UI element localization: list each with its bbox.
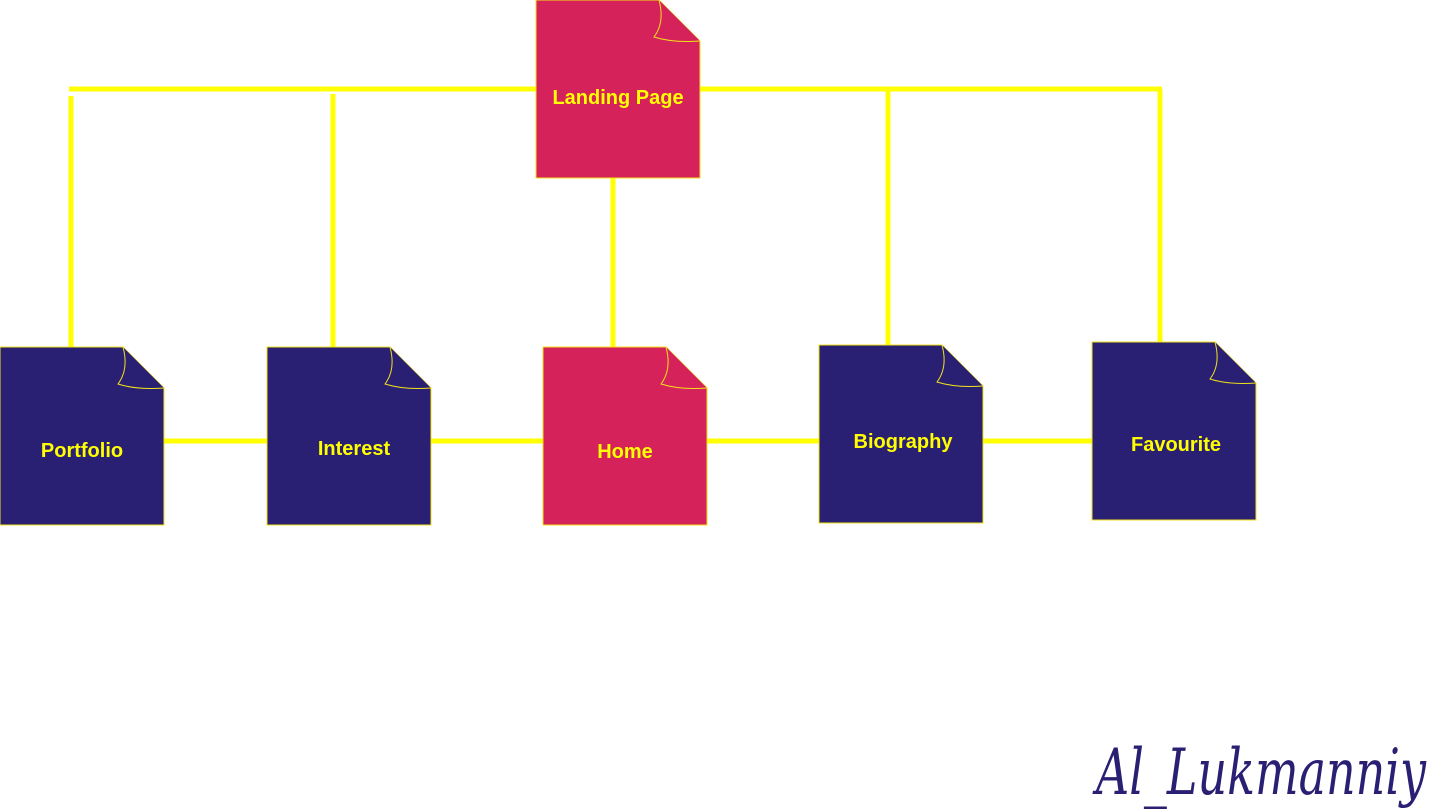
- node-label-biography: Biography: [854, 431, 954, 453]
- node-label-home: Home: [597, 441, 653, 463]
- node-label-landing: Landing Page: [552, 87, 683, 109]
- page-node-home: Home: [542, 346, 708, 526]
- page-shape: [1091, 341, 1257, 521]
- node-label-favourite: Favourite: [1131, 434, 1221, 456]
- page-node-portfolio: Portfolio: [0, 346, 165, 526]
- page-fold: [653, 0, 701, 42]
- page-shape: [818, 344, 984, 524]
- node-label-interest: Interest: [318, 438, 391, 460]
- page-fold: [117, 346, 165, 389]
- page-node-landing: Landing Page: [535, 0, 701, 179]
- signature-text: Al_Lukmanniy: [1092, 736, 1426, 809]
- page-fold: [936, 344, 984, 387]
- page-node-biography: Biography: [818, 344, 984, 524]
- page-fold: [660, 346, 708, 389]
- page-shape: [542, 346, 708, 526]
- page-shape: [535, 0, 701, 179]
- page-fold: [384, 346, 432, 389]
- node-label-portfolio: Portfolio: [41, 440, 123, 462]
- page-node-favourite: Favourite: [1091, 341, 1257, 521]
- page-fold: [1209, 341, 1257, 384]
- page-shape: [266, 346, 432, 526]
- page-shape: [0, 346, 165, 526]
- page-node-interest: Interest: [266, 346, 432, 526]
